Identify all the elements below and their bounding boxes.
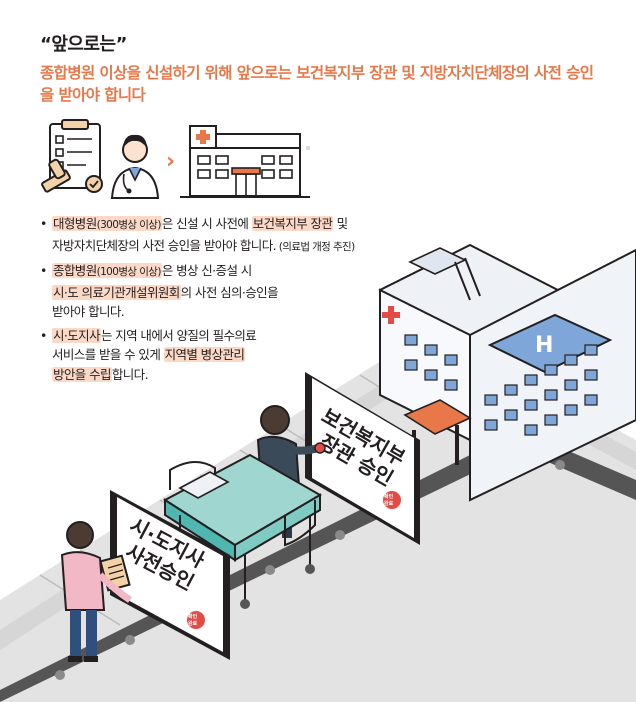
- icon-row: ›: [41, 119, 310, 199]
- chevron-right-icon: ›: [166, 149, 175, 174]
- bullet-text: 합니다.: [111, 366, 149, 382]
- highlight-term: 지역별 병상관리: [163, 347, 246, 362]
- bullet-text: 은 신설 시 사전에: [161, 216, 252, 231]
- minister-approval-sign: 보건복지부 장관 승인 확인 완료: [305, 372, 420, 545]
- bullet-note: (의료법 개정 추진): [275, 240, 356, 253]
- page-subtitle: 종합병원 이상을 신설하기 위해 앞으로는 보건복지부 장관 및 지방자치단체장…: [40, 64, 594, 104]
- highlight-term: 보건복지부 장관: [251, 216, 334, 231]
- checklist-doctor-stamp-icon: [41, 119, 160, 199]
- highlight-term: 종합병원(100병상 이상): [52, 263, 162, 278]
- bullet-text: 및: [333, 216, 349, 231]
- bullet-text: 은 병상 신·증설 시: [161, 263, 252, 278]
- hospital-building: H: [378, 243, 636, 502]
- highlight-term: 시·도 의료기관개설위원회: [52, 284, 181, 300]
- bullet-item-large-hospital: 대형병원(300병상 이상)은 신설 시 사전에 보건복지부 장관 및 자방자치…: [40, 214, 420, 257]
- highlight-term: 시·도지사: [52, 327, 101, 343]
- bullet-term-note: (100병상 이상): [96, 266, 162, 278]
- stamp-icon: [314, 442, 326, 454]
- page-heading: “앞으로는”: [40, 34, 127, 55]
- person-with-clipboard: [60, 521, 132, 662]
- bullet-item-general-hospital: 종합병원(100병상 이상)은 병상 신·증설 시 시·도 의료기관개설위원회의…: [40, 261, 420, 322]
- bullet-text: 받아야 합니다.: [52, 304, 125, 319]
- hospital-bed: [163, 453, 322, 609]
- bullet-text: 서비스를 받을 수 있게: [52, 347, 164, 362]
- bullet-term: 종합병원: [53, 263, 97, 278]
- governor-approval-sign: 시·도지사 사전승인 확인 완료: [110, 490, 230, 660]
- stamp-text-front-2: 완료: [188, 620, 198, 627]
- stamp-text-1: 확인: [384, 493, 394, 500]
- bullet-item-governor: 시·도지사는 지역 내에서 양질의 필수의료 서비스를 받을 수 있게 지역별 …: [40, 326, 420, 385]
- approval-stamp-icon-front: [187, 611, 205, 629]
- bullet-list: 대형병원(300병상 이상)은 신설 시 사전에 보건복지부 장관 및 자방자치…: [40, 214, 420, 388]
- stamp-text-front-1: 확인: [188, 613, 198, 620]
- bullet-text: 자방자치단체장의 사전 승인을 받아야 합니다.: [52, 237, 277, 253]
- helipad-h-icon: H: [535, 333, 553, 358]
- bullet-term: 대형병원: [53, 216, 97, 231]
- approval-stamp-icon: [383, 491, 401, 509]
- hospital-building-icon: [180, 125, 310, 198]
- stamp-text-2: 완료: [384, 500, 394, 507]
- highlight-term: 대형병원(300병상 이상): [52, 216, 162, 231]
- conveyor-scene: H 보건복지부 장관 승인: [0, 243, 636, 702]
- bullet-text: 의 사전 심의·승인을: [180, 284, 279, 300]
- bullet-term-note: (300병상 이상): [96, 219, 162, 231]
- bullet-text: 는 지역 내에서 양질의 필수의료: [100, 327, 257, 343]
- highlight-term: 방안을 수립: [52, 366, 112, 382]
